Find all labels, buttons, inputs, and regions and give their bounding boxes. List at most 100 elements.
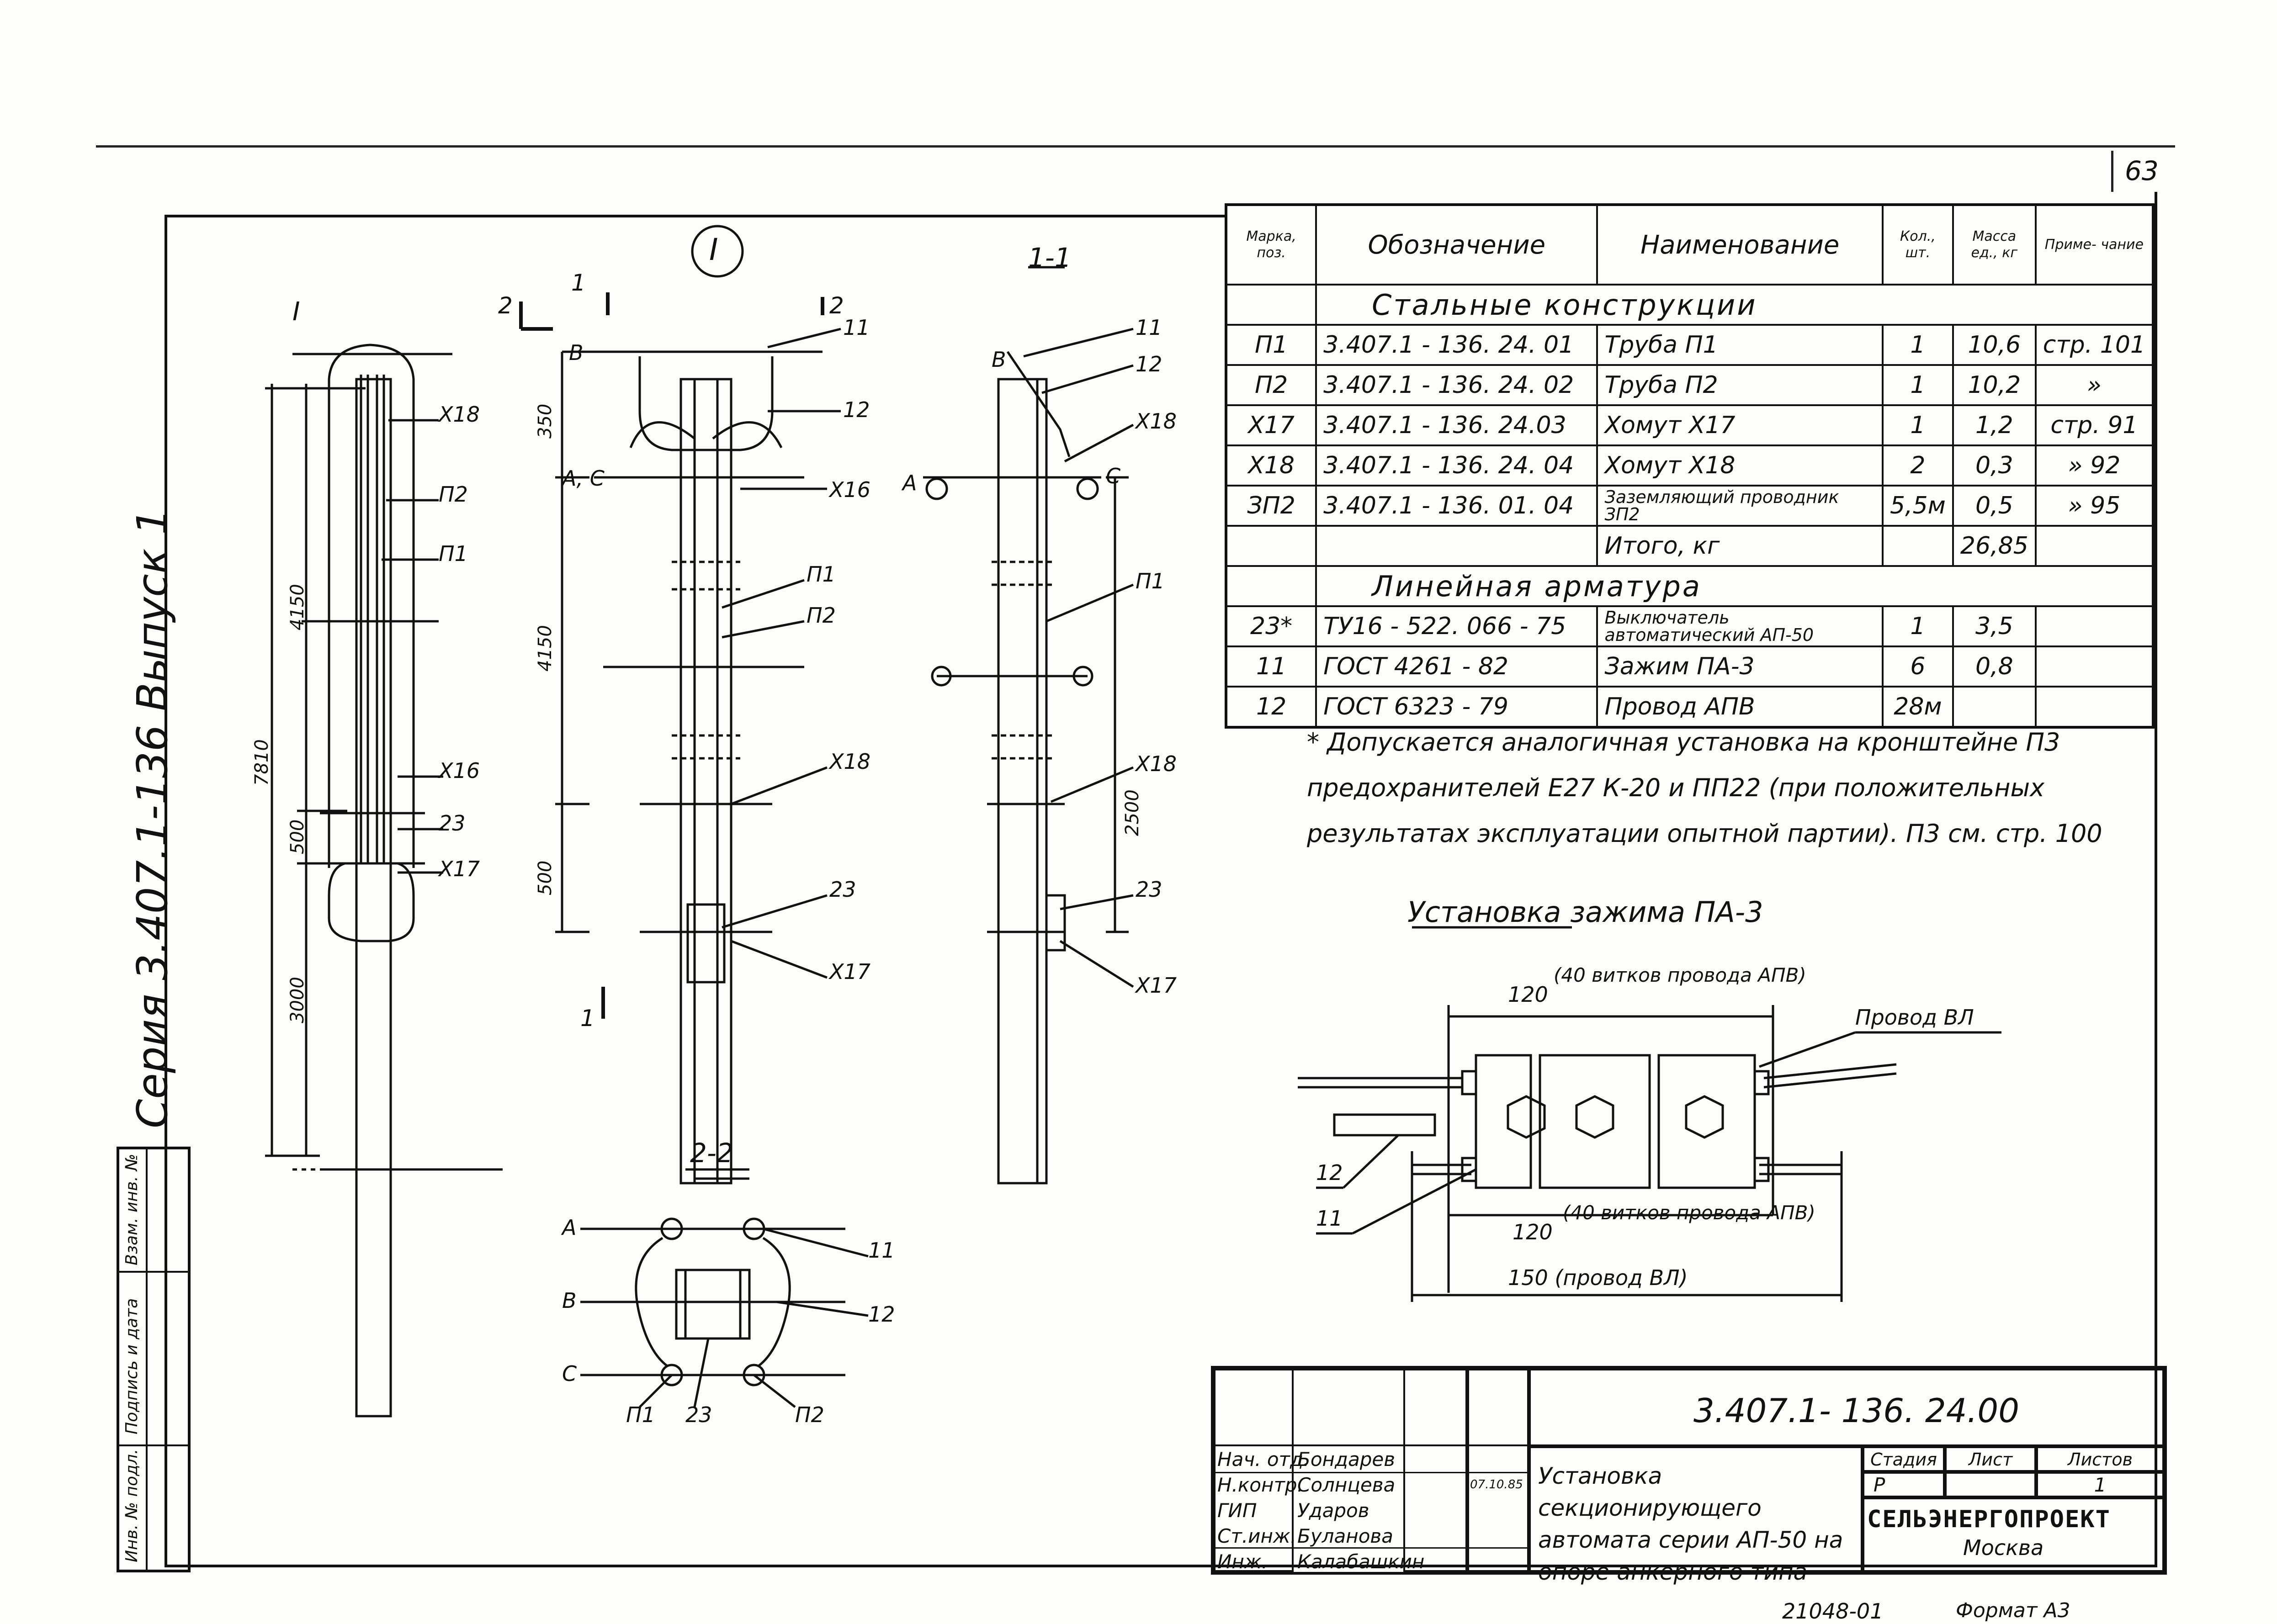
total-blank-2 <box>1315 525 1598 567</box>
cell-mass: 10,6 <box>1952 324 2037 366</box>
cell-mass <box>1952 686 2037 728</box>
pole-label-p1: П1 <box>439 541 468 566</box>
cell-name: Зажим ПА-3 <box>1596 645 1884 688</box>
section-row-steel: Стальные конструкции <box>1225 284 2154 326</box>
cell-note: » 92 <box>2034 444 2155 487</box>
view-11-23: 23 <box>1136 877 1162 902</box>
view-I-x17: Х17 <box>829 959 871 984</box>
clamp-bottom-dim: 120 <box>1513 1220 1553 1244</box>
view-I-x16: Х16 <box>829 477 871 502</box>
pole-label-I: I <box>292 297 300 327</box>
cell-qty: 1 <box>1881 404 1954 446</box>
top-border <box>96 145 2175 148</box>
view-I-roman: I <box>709 232 718 267</box>
total-row: Итого, кг 26,85 <box>1225 525 2155 567</box>
cell-note <box>2034 605 2155 647</box>
tb-role-3: ГИП <box>1217 1499 1257 1522</box>
cell-note <box>2034 686 2155 728</box>
frame-top-line <box>165 215 1225 217</box>
frame-right-line <box>2155 192 2157 1567</box>
city: Москва <box>1963 1535 2044 1560</box>
cell-designation: 3.407.1 - 136. 01. 04 <box>1315 485 1598 527</box>
tb-row-lines <box>1214 1472 1529 1549</box>
cell-qty: 5,5м <box>1881 485 1954 527</box>
title-block: Нач. отд. Бондарев Н.контр. Солнцева ГИП… <box>1211 1366 2167 1585</box>
tb-sheets: 1 <box>2036 1472 2164 1497</box>
cut-mark-1-top: 1 <box>571 270 586 296</box>
view-11-B: В <box>992 347 1006 372</box>
strip-vzam <box>119 1149 188 1273</box>
view-11-12: 12 <box>1136 352 1162 376</box>
cell-note: » <box>2034 364 2155 406</box>
view-I-dim-4150: 4150 <box>535 625 556 672</box>
tb-role-4: Ст.инж. <box>1217 1525 1297 1547</box>
total-blank-3 <box>1881 525 1954 567</box>
total-label: Итого, кг <box>1596 525 1884 567</box>
section-linear-blank <box>1225 565 1317 607</box>
view-I-AC: А, С <box>562 466 605 491</box>
view-I-p2: П2 <box>807 603 836 628</box>
page-number: 63 <box>2125 155 2159 186</box>
header-qty: Кол., шт. <box>1881 204 1954 286</box>
format-label: Формат А3 <box>1956 1599 2070 1622</box>
view-22-23: 23 <box>685 1402 712 1427</box>
tb-sheets-h: Листов <box>2036 1446 2164 1472</box>
view-11-A: А <box>902 471 917 495</box>
section-steel-blank <box>1225 284 1317 326</box>
cell-qty: 1 <box>1881 364 1954 406</box>
total-blank-4 <box>2034 525 2155 567</box>
cell-note: » 95 <box>2034 485 2155 527</box>
header-mark: Марка, поз. <box>1225 204 1317 286</box>
cell-name: Хомут Х17 <box>1596 404 1884 446</box>
clamp-title: Установка зажима ПА-3 <box>1407 895 1763 929</box>
tb-name-1: Бондарев <box>1297 1448 1395 1471</box>
cell-name: Хомут Х18 <box>1596 444 1884 487</box>
cell-qty: 1 <box>1881 324 1954 366</box>
total-value: 26,85 <box>1952 525 2037 567</box>
tb-grid-col1 <box>1214 1369 1294 1572</box>
section-linear-title: Линейная арматура <box>1315 565 2154 607</box>
tb-role-1: Нач. отд. <box>1217 1448 1310 1471</box>
cell-designation: 3.407.1 - 136. 24. 02 <box>1315 364 1598 406</box>
view-I-dim-350: 350 <box>535 403 556 439</box>
pole-label-p2: П2 <box>439 482 468 507</box>
specification-table: Марка, поз. Обозначение Наименование Кол… <box>1225 203 2155 729</box>
tb-name-5: Калабашкин <box>1297 1550 1425 1573</box>
view-I-dim-500: 500 <box>535 860 556 895</box>
view-22-p2: П2 <box>795 1402 824 1427</box>
cell-mass: 3,5 <box>1952 605 2037 647</box>
tb-name-3: Ударов <box>1297 1499 1369 1522</box>
cut-mark-1-bottom: 1 <box>580 1005 595 1032</box>
view-I-11: 11 <box>843 315 870 340</box>
pole-overview <box>265 344 503 1418</box>
doc-code: 3.407.1- 136. 24.00 <box>1693 1391 2020 1430</box>
table-row: 12 ГОСТ 6323 - 79 Провод АПВ 28м <box>1225 686 2155 728</box>
cell-mark: ЗП2 <box>1225 485 1317 527</box>
drawing-frame <box>165 215 2157 1567</box>
tb-stage: Р <box>1863 1472 1945 1497</box>
pole-dim-4150: 4150 <box>287 584 308 630</box>
tb-stage-h: Стадия <box>1863 1446 1945 1472</box>
strip-divider <box>146 1149 148 1570</box>
pole-label-x16: Х16 <box>439 758 480 783</box>
cell-qty: 1 <box>1881 605 1954 647</box>
tb-role-2: Н.контр. <box>1217 1474 1303 1496</box>
pole-label-x17: Х17 <box>439 857 480 881</box>
tb-grid-col3 <box>1403 1369 1467 1572</box>
table-row: Х17 3.407.1 - 136. 24.03 Хомут Х17 1 1,2… <box>1225 404 2155 446</box>
section-steel-title: Стальные конструкции <box>1315 284 2154 326</box>
cell-mark: П2 <box>1225 364 1317 406</box>
view-11-x17: Х17 <box>1136 973 1177 998</box>
cell-mass: 0,8 <box>1952 645 2037 688</box>
clamp-top-note: (40 витков провода АПВ) <box>1554 964 1806 986</box>
view-I-B: В <box>569 340 584 365</box>
tb-name-4: Буланова <box>1297 1525 1393 1547</box>
tb-role-5: Инж. <box>1217 1550 1268 1573</box>
table-row: ЗП2 3.407.1 - 136. 01. 04 Заземляющий пр… <box>1225 485 2155 527</box>
cell-mass: 0,3 <box>1952 444 2037 487</box>
tb-code-cell <box>1529 1369 2164 1446</box>
clamp-pos-12: 12 <box>1316 1160 1343 1185</box>
cell-mark: Х18 <box>1225 444 1317 487</box>
view-22-12: 12 <box>868 1302 895 1327</box>
